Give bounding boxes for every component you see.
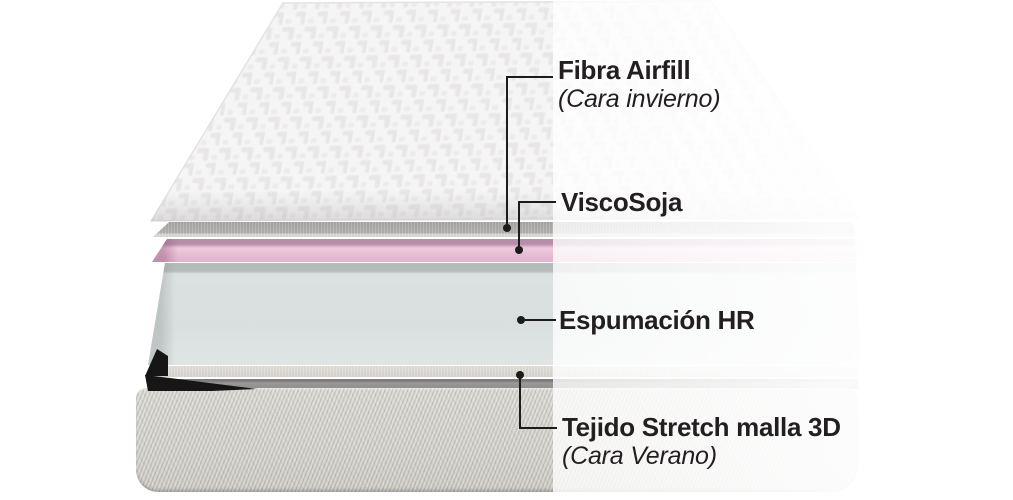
label-tejido-stretch: Tejido Stretch malla 3D (Cara Verano) [562,413,841,471]
leader-fibra-airfill [503,76,553,232]
label-fibra-airfill: Fibra Airfill (Cara invierno) [558,55,721,114]
label-espumacion-hr: Espumación HR [559,305,755,335]
label-tejido-stretch-subtitle: (Cara Verano) [562,442,717,470]
label-tejido-stretch-title: Tejido Stretch malla 3D [562,412,841,442]
label-espumacion-hr-title: Espumación HR [559,305,755,335]
leader-espumacion-hr [517,316,556,324]
label-viscosoja-title: ViscoSoja [561,187,683,217]
base-binding-band [147,379,859,389]
label-viscosoja: ViscoSoja [561,188,682,216]
fade-overlay [553,0,1013,500]
leader-tejido-stretch [516,371,557,429]
label-fibra-airfill-subtitle: (Cara invierno) [558,85,721,113]
leader-viscosoja [515,201,556,254]
label-fibra-airfill-title: Fibra Airfill [558,55,691,85]
base-top-rim [147,366,859,377]
